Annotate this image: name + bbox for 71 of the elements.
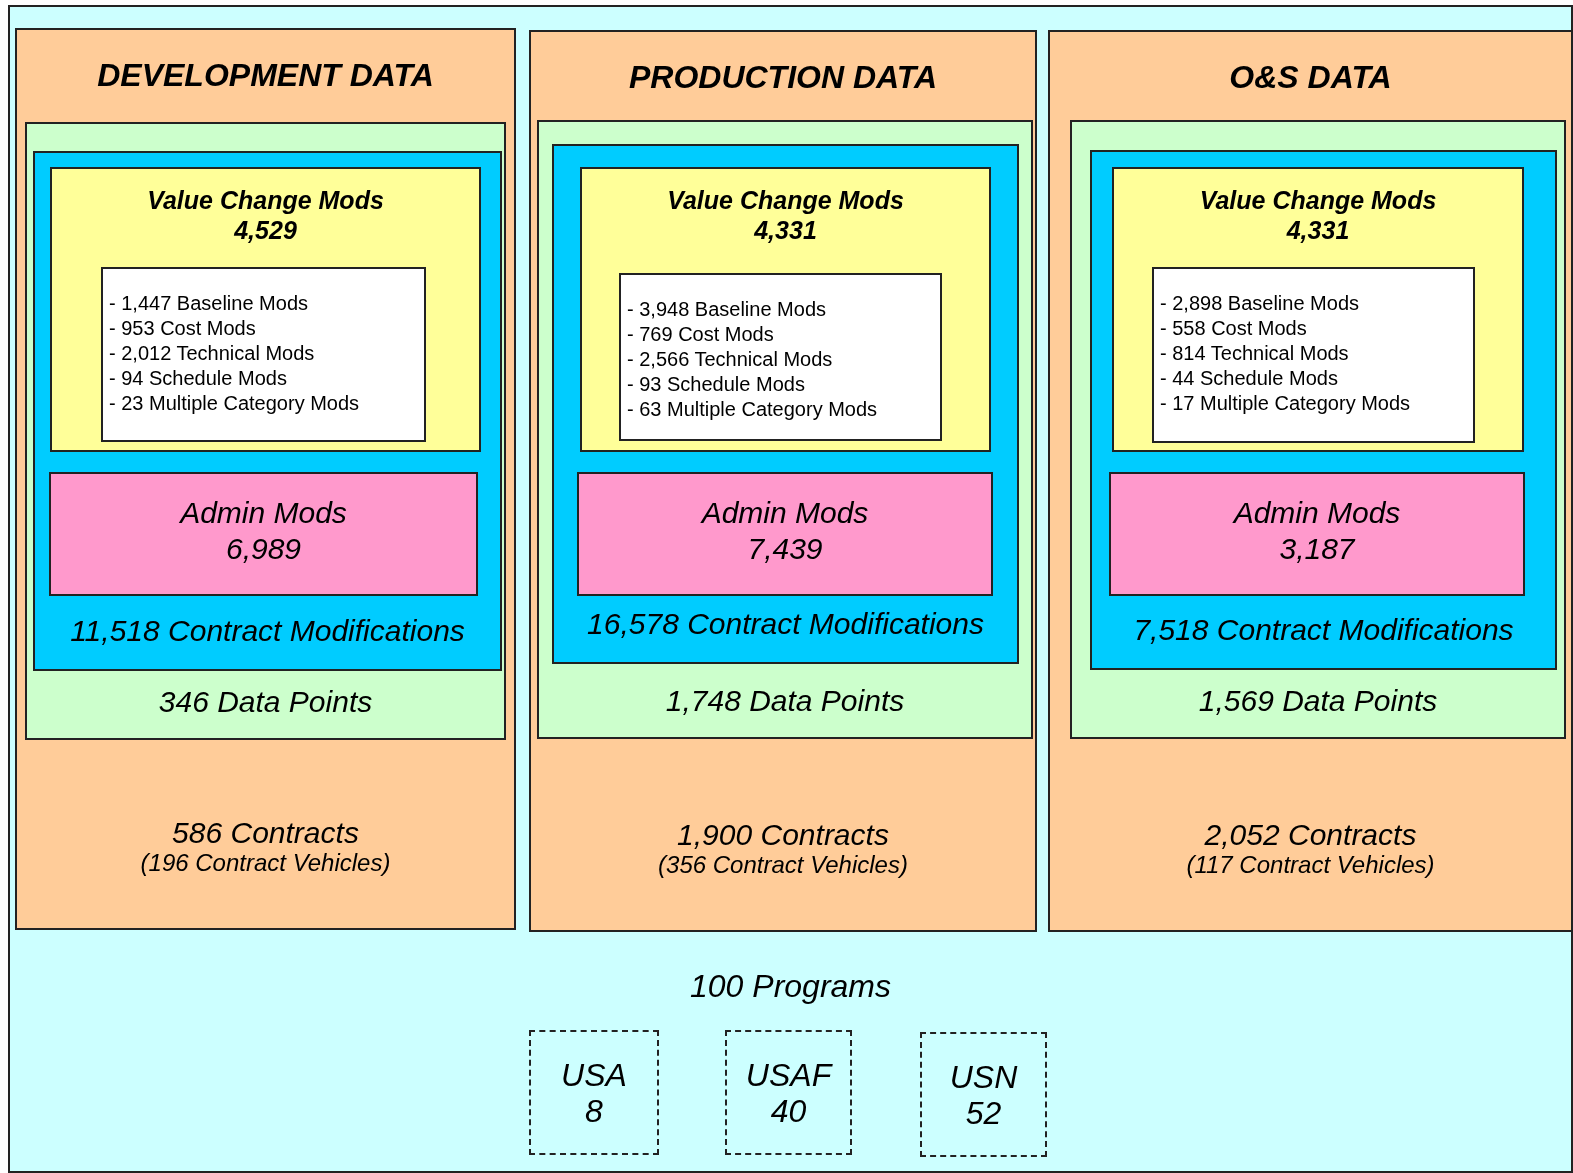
value-count: 4,331 [754, 217, 817, 245]
admin-count: 6,989 [225, 532, 302, 565]
panel-heading: Value Change Mods [1199, 187, 1437, 215]
list-item: - 769 Cost Mods [627, 322, 774, 347]
admin-count: 7,439 [747, 532, 823, 565]
category-column [529, 30, 1037, 932]
panel-heading: Admin Mods [1233, 496, 1401, 529]
background-panel [8, 5, 1573, 1173]
modifications-panel [33, 151, 502, 671]
category-column [15, 28, 516, 930]
list-item: - 17 Multiple Category Mods [1160, 391, 1411, 416]
list-item: - 814 Technical Mods [1160, 341, 1349, 366]
service-box [529, 1030, 659, 1155]
modifications-count: 11,518 Contract Modifications [70, 614, 465, 647]
data-points-panel [1070, 120, 1566, 739]
modifications-count: 7,518 Contract Modifications [1133, 613, 1514, 646]
list-item: - 94 Schedule Mods [109, 366, 287, 391]
contract-count: 586 Contracts [172, 816, 359, 849]
data-points-panel [537, 120, 1033, 739]
vehicle-count: (196 Contract Vehicles) [140, 850, 391, 877]
breakdown-list-box [1152, 267, 1475, 443]
data-points-count: 346 Data Points [158, 685, 373, 718]
value-count: 4,331 [1286, 217, 1350, 245]
modifications-panel [1090, 150, 1557, 670]
program-count: 8 [585, 1094, 603, 1130]
data-points-panel [25, 122, 506, 740]
panel-heading: Value Change Mods [667, 187, 904, 215]
list-item: - 1,447 Baseline Mods [109, 291, 308, 316]
service-name: USAF [745, 1058, 832, 1094]
service-box [725, 1030, 852, 1155]
column-heading: O&S DATA [1229, 60, 1392, 96]
list-item: - 2,012 Technical Mods [109, 341, 315, 366]
list-item: - 953 Cost Mods [109, 316, 256, 341]
list-item: - 44 Schedule Mods [1160, 366, 1338, 391]
program-count: 40 [770, 1094, 807, 1130]
list-item: - 3,948 Baseline Mods [627, 297, 826, 322]
value-change-panel [50, 167, 481, 452]
panel-heading: Admin Mods [180, 496, 347, 529]
service-name: USA [561, 1058, 627, 1094]
total-count: 100 Programs [690, 969, 891, 1005]
column-heading: DEVELOPMENT DATA [97, 58, 434, 94]
vehicle-count: (117 Contract Vehicles) [1186, 852, 1435, 879]
category-column [1048, 30, 1573, 932]
list-item: - 2,898 Baseline Mods [1160, 291, 1359, 316]
breakdown-list-box [101, 267, 426, 442]
data-points-count: 1,748 Data Points [665, 684, 905, 717]
admin-mods-panel [1109, 472, 1525, 596]
panel-heading: Admin Mods [701, 496, 869, 529]
value-count: 4,529 [234, 217, 297, 245]
service-box [920, 1032, 1047, 1157]
contract-count: 2,052 Contracts [1204, 818, 1417, 851]
column-heading: PRODUCTION DATA [628, 60, 938, 96]
modifications-count: 16,578 Contract Modifications [587, 607, 984, 640]
value-change-panel [580, 167, 991, 452]
vehicle-count: (356 Contract Vehicles) [658, 852, 908, 879]
list-item: - 23 Multiple Category Mods [109, 391, 360, 416]
panel-heading: Value Change Mods [147, 187, 384, 215]
list-item: - 2,566 Technical Mods [627, 347, 833, 372]
value-change-panel [1112, 167, 1524, 452]
breakdown-list-box [619, 273, 942, 441]
contract-count: 1,900 Contracts [677, 818, 889, 851]
program-count: 52 [965, 1096, 1002, 1132]
admin-mods-panel [49, 472, 478, 596]
modifications-panel [552, 144, 1019, 664]
list-item: - 63 Multiple Category Mods [627, 397, 878, 422]
list-item: - 558 Cost Mods [1160, 316, 1307, 341]
admin-mods-panel [577, 472, 993, 596]
list-item: - 93 Schedule Mods [627, 372, 805, 397]
service-name: USN [949, 1060, 1018, 1096]
data-points-count: 1,569 Data Points [1198, 684, 1438, 717]
admin-count: 3,187 [1279, 532, 1355, 565]
